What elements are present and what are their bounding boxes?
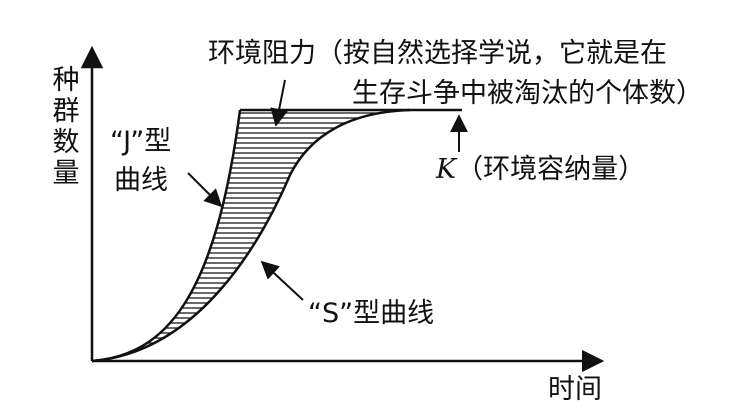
k-description: （环境容纳量）: [456, 154, 646, 185]
k-symbol: K: [436, 154, 457, 185]
y-axis-label: 种 群 数 量: [51, 65, 81, 189]
y-axis-label-char: 量: [52, 158, 80, 189]
s-curve-label: “S”型曲线: [308, 298, 435, 329]
j-curve-label-line1: “J”型: [110, 126, 172, 157]
resistance-label-line2: 生存斗争中被淘汰的个体数）: [352, 78, 703, 109]
y-axis-label-char: 种: [52, 65, 80, 96]
j-curve-label-line2: 曲线: [114, 165, 168, 196]
j-curve-arrow: [187, 172, 223, 208]
y-axis-label-char: 数: [52, 127, 80, 158]
s-curve-arrow: [260, 260, 304, 301]
x-axis-label: 时间: [548, 374, 602, 405]
k-label: K（环境容纳量）: [436, 156, 645, 183]
resistance-arrow: [270, 79, 289, 127]
y-axis-label-char: 群: [52, 96, 80, 127]
resistance-label-line1: 环境阻力（按自然选择学说，它就是在: [208, 38, 667, 69]
s-curve: [91, 108, 411, 363]
